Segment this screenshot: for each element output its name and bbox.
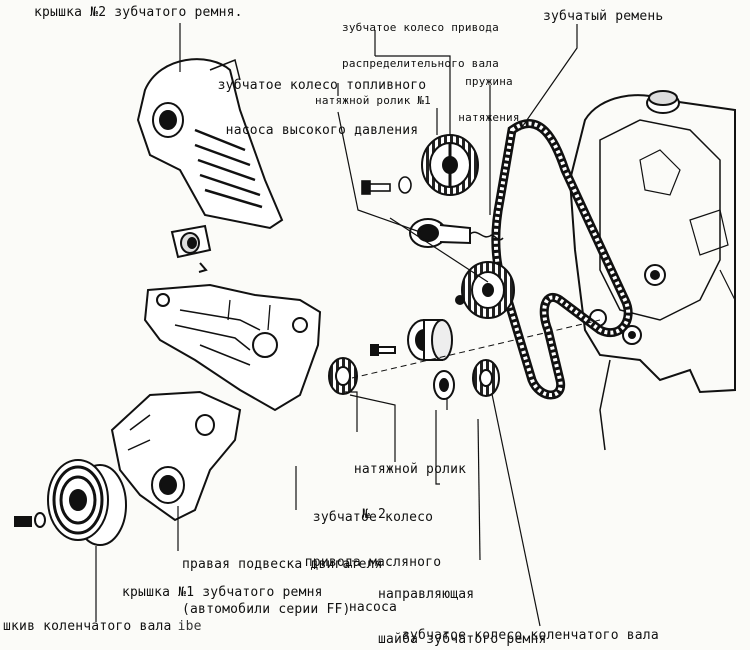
label-timing-belt: зубчатый ремень [543,9,664,24]
label-tension-spring-line1: пружина [465,75,513,88]
label-tension-spring-line2: натяжения [458,111,520,124]
label-guide-washer-line1: направляющая [378,587,475,602]
label-crank-pulley-tail: ibe [177,619,202,634]
label-fuel-pump-pulley: зубчатое колесо топливного насоса высоко… [198,48,446,168]
leader-lines [95,23,578,627]
label-tension-spring: пружина натяжения [452,52,526,148]
timing-belt-cover-2 [136,58,284,230]
oil-pump-sprocket [328,357,358,395]
label-oil-pump-pulley-line3: насоса [348,600,398,615]
assembly-axis-line [351,319,601,379]
idler-pulley-2 [370,295,465,361]
label-oil-pump-pulley: зубчатое колесо привода масляного насоса [298,480,448,645]
guide-washer [433,370,455,400]
idler-pulley-1 [409,218,504,248]
label-camshaft-pulley-line1: зубчатое колесо привода [342,21,499,34]
crankshaft-sprocket [472,359,500,397]
label-crank-pulley-text: шкив коленчатого вала [3,619,172,634]
camshaft-sprocket [421,134,479,196]
label-engine-mount-line1: правая подвеска двигателя [182,557,383,572]
label-idler-2-line2: № 2 [362,507,387,522]
engine-mount-bracket [143,283,322,412]
label-idler-2: натяжной ролик № 2 [340,432,480,552]
fuel-pump-sprocket [461,261,515,319]
timing-belt-cover-1 [110,390,242,522]
label-engine-mount: правая подвеска двигателя (автомобили се… [182,527,383,647]
label-guide-washer: направляющая шайба зубчатого ремня [378,557,547,650]
crankshaft-pulley [14,459,127,546]
label-camshaft-pulley: зубчатое колесо привода распределительно… [323,0,518,94]
label-guide-washer-line2: шайба зубчатого ремня [378,632,547,647]
label-idler-1: натяжной ролик №1 [315,94,431,107]
engine-block [568,90,736,451]
label-camshaft-pulley-line2: распределительного вала [342,57,499,70]
timing-belt-shape [491,119,633,400]
label-crank-pulley: шкив коленчатого вала ibe [3,619,202,634]
label-oil-pump-pulley-line1: зубчатое колесо [312,510,434,525]
label-fuel-pump-pulley-line2: насоса высокого давления [225,123,419,138]
label-oil-pump-pulley-line2: привода масляного [304,555,442,570]
label-engine-mount-line2: (автомобили серии FF) [182,602,351,617]
bolt-washer-upper [361,176,412,195]
label-idler-2-line1: натяжной ролик [353,462,467,477]
label-fuel-pump-pulley-line1: зубчатое колесо топливного [217,78,427,93]
label-crank-sprocket: зубчатое колесо коленчатого вала [402,628,659,643]
mount-spacer [170,224,212,273]
label-cover-2: крышка №2 зубчатого ремня. [34,5,243,20]
label-cover-1: крышка №1 зубчатого ремня [122,585,323,600]
